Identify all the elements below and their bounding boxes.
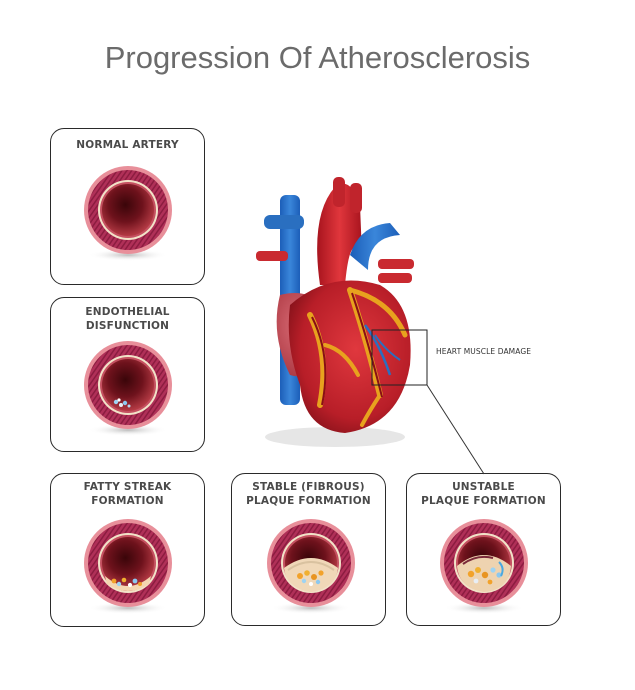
stage-label-line1: STABLE (FIBROUS) [252, 481, 365, 493]
heart-annotation: HEART MUSCLE DAMAGE [436, 347, 532, 356]
stage-card-normal-artery: NORMAL ARTERY [50, 128, 205, 285]
normal-artery-illustration [84, 166, 172, 261]
heart-illustration [256, 177, 414, 447]
stage-label-line1: FATTY STREAK [83, 481, 172, 493]
stage-label-line1: UNSTABLE [452, 481, 515, 493]
damage-highlight-box [371, 329, 428, 386]
fatty-streak-artery-illustration [84, 519, 172, 614]
unstable-plaque-artery-illustration [440, 519, 528, 614]
stage-card-unstable-plaque: UNSTABLE PLAQUE FORMATION [406, 473, 561, 626]
callout-line [426, 384, 485, 475]
stage-card-stable-plaque: STABLE (FIBROUS) PLAQUE FORMATION [231, 473, 386, 626]
endothelial-artery-illustration [84, 341, 172, 436]
stage-label-line2: DISFUNCTION [85, 320, 170, 332]
stage-label-line1: ENDOTHELIAL [85, 306, 170, 318]
stable-plaque-artery-illustration [267, 519, 355, 614]
stage-label-line2: FORMATION [91, 495, 164, 507]
stage-label: NORMAL ARTERY [76, 139, 179, 151]
stage-card-fatty-streak: FATTY STREAK FORMATION [50, 473, 205, 627]
stage-label-line2: PLAQUE FORMATION [246, 495, 371, 507]
stage-card-endothelial-disfunction: ENDOTHELIAL DISFUNCTION [50, 297, 205, 452]
stage-label-line2: PLAQUE FORMATION [421, 495, 546, 507]
page-title: Progression Of Atherosclerosis [104, 40, 531, 75]
